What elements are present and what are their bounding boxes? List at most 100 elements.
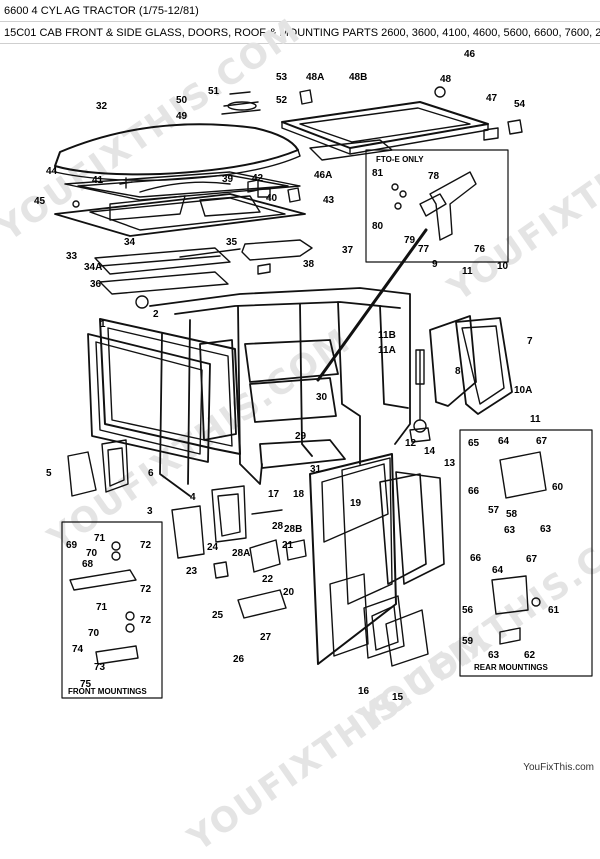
callout-11: 11 — [462, 266, 473, 277]
callout-28b: 28B — [284, 524, 302, 535]
callout-30: 30 — [316, 392, 328, 403]
callout-2: 2 — [153, 309, 159, 320]
callout-69: 69 — [66, 540, 78, 551]
callout-49: 49 — [176, 111, 188, 122]
callout-66: 66 — [470, 553, 482, 564]
callout-47: 47 — [486, 93, 498, 104]
callout-10: 10 — [497, 261, 509, 272]
callout-59: 59 — [462, 636, 474, 647]
callout-64: 64 — [498, 436, 510, 447]
callout-38: 38 — [303, 259, 315, 270]
callout-63: 63 — [504, 525, 516, 536]
knob — [434, 86, 446, 98]
pad — [135, 295, 149, 309]
callout-63: 63 — [488, 650, 500, 661]
callout-66: 66 — [468, 486, 480, 497]
clip — [257, 263, 271, 275]
callout-70: 70 — [86, 548, 98, 559]
callout-4: 4 — [190, 492, 196, 503]
callout-8: 8 — [455, 366, 461, 377]
door-handle — [251, 509, 283, 515]
callout-24: 24 — [207, 542, 219, 553]
callout-78: 78 — [428, 171, 440, 182]
callout-16: 16 — [358, 686, 370, 697]
screw — [72, 200, 80, 208]
callout-54: 54 — [514, 99, 526, 110]
front-mountings-inset — [61, 521, 163, 699]
callout-79: 79 — [404, 235, 416, 246]
quarter-glass — [67, 451, 97, 497]
callout-11b: 11B — [378, 330, 396, 341]
fto-e-inset — [365, 149, 509, 263]
callout-58: 58 — [506, 509, 518, 520]
callout-33: 33 — [66, 251, 78, 262]
callout-36: 36 — [90, 279, 102, 290]
callout-74: 74 — [72, 644, 84, 655]
callout-72: 72 — [140, 540, 152, 551]
trim-strip — [179, 248, 241, 258]
callout-80: 80 — [372, 221, 384, 232]
callout-19: 19 — [350, 498, 362, 509]
callout-52: 52 — [276, 95, 288, 106]
callout-12: 12 — [405, 438, 417, 449]
callout-56: 56 — [462, 605, 474, 616]
door-hinge — [249, 539, 281, 573]
callout-65: 65 — [468, 438, 480, 449]
callout-44: 44 — [46, 166, 58, 177]
diagram-subtitle: 15C01 CAB FRONT & SIDE GLASS, DOORS, ROO… — [0, 22, 600, 44]
callout-42: 42 — [252, 173, 264, 184]
strut-end — [413, 419, 427, 433]
site-footer: YouFixThis.com — [523, 762, 594, 773]
callout-70: 70 — [88, 628, 100, 639]
callout-45: 45 — [34, 196, 46, 207]
callout-17: 17 — [268, 489, 280, 500]
headliner-lower — [99, 271, 229, 295]
leader-line — [316, 228, 428, 382]
door-assembly — [309, 453, 445, 667]
callout-63: 63 — [540, 524, 552, 535]
sunroof-frame — [281, 101, 489, 155]
diagram-title: 6600 4 CYL AG TRACTOR (1/75-12/81) — [0, 0, 600, 22]
callout-40: 40 — [266, 193, 278, 204]
cab-frame — [149, 287, 411, 497]
bracket — [507, 119, 523, 135]
callout-75: 75 — [80, 679, 92, 690]
roof-frame — [64, 171, 301, 201]
speaker-housing — [241, 239, 313, 261]
callout-1: 1 — [100, 319, 106, 330]
callout-27: 27 — [260, 632, 272, 643]
callout-39: 39 — [222, 174, 234, 185]
callout-71: 71 — [94, 533, 106, 544]
callout-28: 28 — [272, 521, 284, 532]
callout-15: 15 — [392, 692, 404, 703]
callout-20: 20 — [283, 587, 295, 598]
callout-5: 5 — [46, 468, 52, 479]
callout-23: 23 — [186, 566, 198, 577]
bolt-stack — [221, 91, 261, 115]
callout-34a: 34A — [84, 262, 102, 273]
callout-7: 7 — [527, 336, 533, 347]
callout-67: 67 — [536, 436, 548, 447]
callout-48b: 48B — [349, 72, 367, 83]
callout-25: 25 — [212, 610, 224, 621]
callout-48: 48 — [440, 74, 452, 85]
callout-76: 76 — [474, 244, 486, 255]
rear-window — [429, 315, 513, 415]
callout-61: 61 — [548, 605, 560, 616]
callout-67: 67 — [526, 554, 538, 565]
headliner — [94, 247, 231, 275]
roof-panel — [54, 123, 301, 182]
callout-60: 60 — [552, 482, 564, 493]
callout-37: 37 — [342, 245, 354, 256]
strut-bracket — [409, 427, 431, 443]
hinge-bracket — [247, 179, 259, 193]
hinge-pin — [237, 589, 287, 619]
callout-10a: 10A — [514, 385, 532, 396]
callout-6: 6 — [148, 468, 154, 479]
quarter-window-frame — [101, 439, 129, 493]
callout-81: 81 — [372, 168, 384, 179]
callout-43: 43 — [323, 195, 335, 206]
callout-73: 73 — [94, 662, 106, 673]
callout-29: 29 — [295, 431, 307, 442]
